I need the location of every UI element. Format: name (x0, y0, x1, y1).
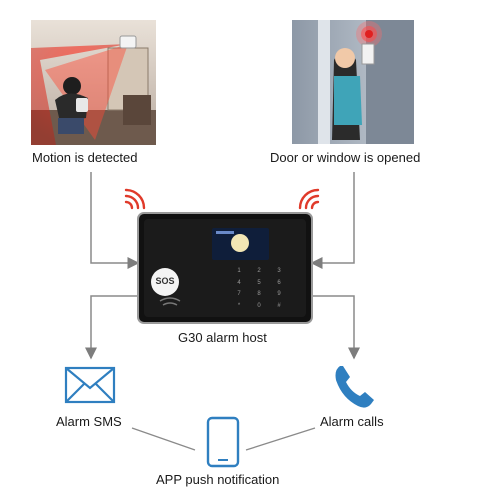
sms-to-app-connector (131, 427, 196, 451)
keypad-key: 6 (277, 279, 281, 286)
keypad-key: 9 (277, 291, 281, 297)
alarm-calls-label: Alarm calls (320, 414, 384, 429)
keypad-key: 5 (257, 279, 261, 286)
keypad-key: 8 (257, 291, 261, 297)
smartphone-icon (206, 416, 240, 468)
keypad-key: 4 (237, 279, 241, 286)
door-opened-label: Door or window is opened (270, 150, 421, 165)
host-screen (212, 228, 269, 260)
alarm-sms-label: Alarm SMS (56, 414, 122, 429)
app-push-label: APP push notification (156, 472, 280, 487)
keypad-key: 7 (237, 291, 241, 297)
sos-label: SOS (155, 276, 175, 286)
motion-detected-label: Motion is detected (32, 150, 138, 165)
wireless-signal-left-icon (124, 188, 146, 210)
keypad-key: 2 (257, 268, 261, 274)
motion-to-host-connector (90, 172, 140, 269)
alarm-host-label: G30 alarm host (178, 330, 267, 345)
keypad-key: 1 (237, 268, 241, 274)
host-to-calls-connector (312, 295, 360, 360)
host-to-sms-connector (85, 295, 138, 360)
door-to-host-connector (310, 172, 355, 269)
wireless-signal-right-icon (298, 188, 320, 210)
app-to-calls-connector (245, 427, 316, 451)
envelope-icon (64, 366, 116, 404)
keypad-key: * (237, 302, 241, 309)
host-keypad: 1 2 3 4 5 6 7 8 9 * 0 # (229, 266, 289, 312)
keypad-key: 0 (257, 302, 261, 309)
keypad-key: # (277, 302, 281, 309)
keypad-key: 3 (277, 268, 281, 274)
phone-icon (335, 366, 374, 408)
